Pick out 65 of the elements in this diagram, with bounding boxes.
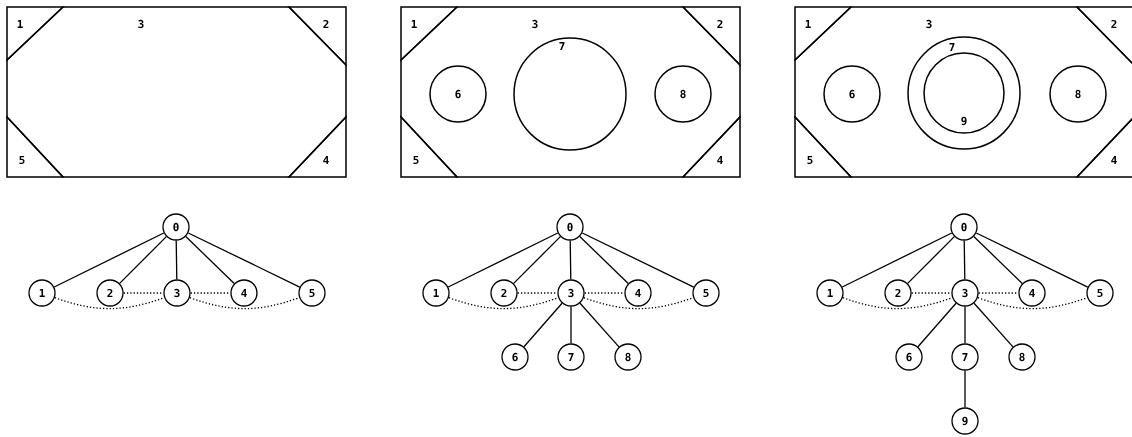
connector-line — [53, 232, 165, 288]
region: 7 — [513, 37, 627, 151]
connector-line — [175, 240, 178, 280]
connector-line — [973, 302, 1014, 348]
connector-line — [579, 302, 620, 348]
tree-node: 7 — [557, 343, 585, 371]
connector-line — [963, 240, 966, 280]
connector-line — [973, 235, 1023, 285]
dotted-line — [584, 292, 625, 294]
region: 8 — [654, 65, 712, 123]
region: 6 — [823, 65, 881, 123]
connector-line — [570, 306, 572, 344]
tree-node: 3 — [163, 279, 191, 307]
tree-node: 3 — [557, 279, 585, 307]
connector-line — [185, 235, 235, 285]
dotted-line — [911, 292, 952, 294]
tree-node: 4 — [230, 279, 258, 307]
connector-line — [513, 236, 561, 284]
tree-node: 8 — [614, 343, 642, 371]
tree-node: 1 — [422, 279, 450, 307]
tree-node: 0 — [950, 213, 978, 241]
dotted-line — [190, 292, 231, 294]
connector-line — [917, 302, 957, 348]
dotted-line — [583, 297, 694, 310]
connector-line — [841, 232, 953, 288]
tree-node: 2 — [884, 279, 912, 307]
tree-node: 5 — [298, 279, 326, 307]
region: 8 — [1049, 65, 1107, 123]
connector-line — [964, 370, 966, 408]
dotted-line — [977, 297, 1088, 310]
tree-node: 8 — [1008, 343, 1036, 371]
connector-line — [581, 232, 695, 288]
tree-node: 5 — [692, 279, 720, 307]
tree-node: 6 — [895, 343, 923, 371]
dotted-line — [842, 297, 953, 310]
connector-line — [447, 232, 559, 288]
tree-node: 4 — [624, 279, 652, 307]
tree-node: 6 — [501, 343, 529, 371]
tree-node: 1 — [28, 279, 56, 307]
tree-node: 1 — [816, 279, 844, 307]
region: 6 — [429, 65, 487, 123]
connector-line — [523, 302, 563, 348]
dotted-line — [517, 292, 558, 294]
connector-line — [187, 232, 301, 288]
dotted-line — [448, 297, 559, 310]
tree-node: 0 — [162, 213, 190, 241]
tree-node: 9 — [951, 407, 979, 435]
dotted-line — [189, 297, 300, 310]
tree-node: 2 — [490, 279, 518, 307]
tree-node: 3 — [951, 279, 979, 307]
connector-line — [975, 232, 1089, 288]
connector-line — [569, 240, 572, 280]
tree-node: 5 — [1086, 279, 1114, 307]
connector-line — [964, 306, 966, 344]
dotted-line — [54, 297, 165, 310]
region: 9 — [923, 52, 1005, 134]
tree-node: 0 — [556, 213, 584, 241]
dotted-line — [978, 292, 1019, 294]
connector-line — [119, 236, 167, 284]
connector-line — [907, 236, 955, 284]
connector-line — [579, 235, 629, 285]
tree-node: 4 — [1018, 279, 1046, 307]
dotted-line — [123, 292, 164, 294]
tree-node: 2 — [96, 279, 124, 307]
tree-node: 7 — [951, 343, 979, 371]
